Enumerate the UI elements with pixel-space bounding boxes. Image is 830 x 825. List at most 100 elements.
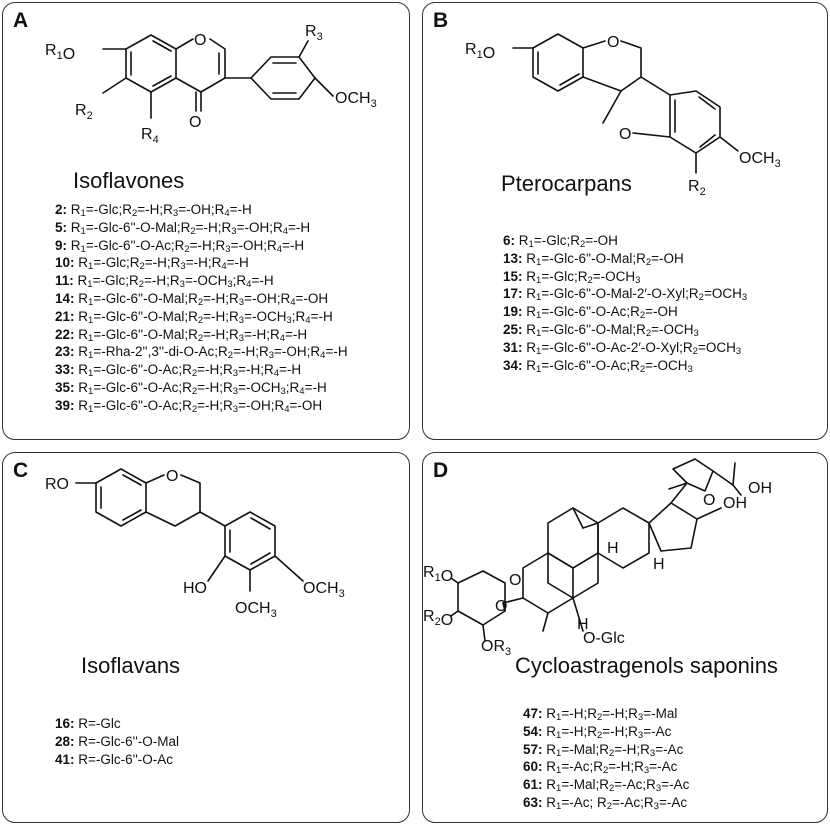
och3-label: OCH3 xyxy=(335,90,377,110)
compound-number: 6: xyxy=(503,233,516,248)
pterocarpan-structure: R1O O O OCH3 R2 xyxy=(465,33,781,198)
compound-entry: 14: R1=-Glc-6''-O-Mal;R2=-H;R3=-OH;R4=-O… xyxy=(55,290,348,308)
panel-letter: B xyxy=(433,9,449,32)
compound-entry: 39: R1=-Glc-6''-O-Ac;R2=-H;R3=-OH;R4=-OH xyxy=(55,397,348,415)
panel-letter: D xyxy=(433,459,449,482)
compound-number: 41: xyxy=(55,751,75,767)
compound-number: 57: xyxy=(523,741,543,757)
furan-oxygen-label: O xyxy=(619,126,631,143)
class-name: Isoflavans xyxy=(81,653,181,678)
panel-b: B R1O O O OCH3 R2 Pterocarpans 6: R1=-Gl… xyxy=(422,2,828,440)
glycosidic-oxygen-label: O xyxy=(495,598,507,615)
cycloastragenol-structure: OH O OH H H H R1O R2O OR3 O O O-Glc xyxy=(423,458,772,658)
substituent-labels: R1O O O OCH3 R2 xyxy=(465,34,781,198)
substituent-labels: RO O HO OCH3 OCH3 xyxy=(45,468,345,620)
compound-entry: 61: R1=-Mal;R2=-Ac;R3=-Ac xyxy=(523,776,689,794)
compound-entry: 13: R1=-Glc-6''-O-Mal;R2=-OH xyxy=(503,250,747,268)
compound-entry: 21: R1=-Glc-6''-O-Mal;R2=-H;R3=-OCH3;R4=… xyxy=(55,308,348,326)
compound-entry: 15: R1=-Glc;R2=-OCH3 xyxy=(503,268,747,286)
compound-substituents: R=-Glc xyxy=(74,716,121,731)
compound-substituents: R1=-Glc-6''-O-Mal-2′-O-Xyl;R2=OCH3 xyxy=(522,286,748,304)
compound-substituents: R1=-Mal;R2=-H;R3=-Ac xyxy=(542,741,684,759)
side-chain-oh-label: OH xyxy=(748,480,772,497)
och3-label-2: OCH3 xyxy=(235,600,277,620)
compound-number: 14: xyxy=(55,290,75,306)
compound-substituents: R1=-Ac; R2=-Ac;R3=-Ac xyxy=(542,794,688,812)
panel-a: A R1O R2 R4 R3 OCH3 O O Isofla xyxy=(2,2,410,440)
compound-entry: 22: R1=-Glc-6''-O-Mal;R2=-H;R3=-H;R4=-H xyxy=(55,326,348,344)
compound-number: 10: xyxy=(55,255,75,271)
panel-letter: C xyxy=(13,459,29,482)
compound-number: 9: xyxy=(55,237,68,253)
compound-entry: 35: R1=-Glc-6''-O-Ac;R2=-H;R3=-OCH3;R4=-… xyxy=(55,379,348,397)
r2o-label: R2O xyxy=(423,608,453,629)
compound-substituents: R1=-Glc;R2=-H;R3=-H;R4=-H xyxy=(74,255,249,273)
ro-label: RO xyxy=(45,476,69,493)
compound-number: 39: xyxy=(55,397,75,413)
panel-letter: A xyxy=(13,9,29,32)
compound-substituents: R1=-Glc;R2=-OH xyxy=(515,233,618,250)
panel-c: C RO O HO OCH3 OCH3 Isoflavans 16: R=-Gl… xyxy=(2,452,410,823)
substituent-labels: R1O R2 R4 R3 OCH3 O O xyxy=(45,23,377,146)
r3-label: R3 xyxy=(305,23,323,43)
compound-number: 35: xyxy=(55,379,75,395)
compound-substituents: R1=-Glc-6''-O-Ac;R2=-H;R3=-OH;R4=-H xyxy=(67,237,305,255)
compound-number: 21: xyxy=(55,308,75,324)
compound-number: 15: xyxy=(503,268,523,284)
r2-label: R2 xyxy=(688,178,706,198)
compound-number: 25: xyxy=(503,321,523,337)
compound-substituents: R1=-H;R2=-H;R3=-Ac xyxy=(542,723,672,741)
compound-number: 47: xyxy=(523,706,543,721)
compound-number: 22: xyxy=(55,326,75,342)
isoflavan-structure: RO O HO OCH3 OCH3 xyxy=(45,468,345,620)
compound-substituents: R1=-Glc-6''-O-Mal;R2=-OCH3 xyxy=(522,321,699,339)
isoflavone-structure: R1O R2 R4 R3 OCH3 O O xyxy=(45,23,377,146)
compound-substituents: R1=-Glc-6''-O-Mal;R2=-H;R3=-H;R4=-H xyxy=(74,326,308,344)
h-label-2: H xyxy=(607,540,619,557)
compound-substituents: R1=-Glc-6''-O-Mal;R2=-H;R3=-OH;R4=-H xyxy=(67,219,311,237)
compound-number: 31: xyxy=(503,339,523,355)
r1o-label: R1O xyxy=(465,41,495,62)
compound-number: 16: xyxy=(55,716,75,731)
ho-label: HO xyxy=(183,580,207,597)
compound-entry: 54: R1=-H;R2=-H;R3=-Ac xyxy=(523,723,689,741)
compound-number: 13: xyxy=(503,250,523,266)
compound-entry: 23: R1=-Rha-2'',3''-di-O-Ac;R2=-H;R3=-OH… xyxy=(55,343,348,361)
compound-substituents: R1=-Mal;R2=-Ac;R3=-Ac xyxy=(542,777,690,795)
compound-substituents: R1=-Glc-6''-O-Mal;R2=-H;R3=-OCH3;R4=-H xyxy=(74,308,333,326)
compound-substituents: R1=-Glc-6''-O-Ac;R2=-H;R3=-OH;R4=-OH xyxy=(74,397,323,415)
compound-number: 33: xyxy=(55,362,75,378)
och3-label: OCH3 xyxy=(303,580,345,600)
compound-number: 19: xyxy=(503,304,523,320)
compound-substituents: R=-Glc-6''-O-Ac xyxy=(74,751,174,767)
compound-entry: 6: R1=-Glc;R2=-OH xyxy=(503,232,747,250)
class-name: Pterocarpans xyxy=(501,171,632,196)
compound-substituents: R=-Glc-6''-O-Mal xyxy=(74,733,180,749)
furan-oxygen-label: O xyxy=(703,492,715,509)
compound-number: 5: xyxy=(55,219,68,235)
ring-oxygen-label: O xyxy=(194,32,206,49)
carbonyl-oxygen-label: O xyxy=(189,114,201,131)
o-glc-label: O-Glc xyxy=(583,630,625,647)
compound-substituents: R1=-Ac;R2=-H;R3=-Ac xyxy=(542,759,678,777)
class-name: Isoflavones xyxy=(73,168,185,193)
compound-substituents: R1=-Glc;R2=-H;R3=-OH;R4=-H xyxy=(67,202,252,219)
compound-substituents: R1=-Glc-6''-O-Ac;R2=-OH xyxy=(522,304,678,322)
r4-label: R4 xyxy=(141,126,159,146)
compound-entry: 17: R1=-Glc-6''-O-Mal-2′-O-Xyl;R2=OCH3 xyxy=(503,285,747,303)
compound-number: 34: xyxy=(503,357,523,373)
h-label-1: H xyxy=(653,556,665,573)
compound-substituents: R1=-Glc-6''-O-Mal;R2=-H;R3=-OH;R4=-OH xyxy=(74,290,329,308)
compound-number: 60: xyxy=(523,759,543,775)
compound-entry: 11: R1=-Glc;R2=-H;R3=-OCH3;R4=-H xyxy=(55,272,348,290)
h-label-3: H xyxy=(577,616,589,633)
compound-entry: 41: R=-Glc-6''-O-Ac xyxy=(55,751,179,769)
panel-d: D OH O OH H H H R1O xyxy=(422,452,828,823)
compound-substituents: R1=-Glc;R2=-H;R3=-OCH3;R4=-H xyxy=(73,273,274,291)
compound-substituents: R1=-H;R2=-H;R3=-Mal xyxy=(542,706,678,723)
r2-label: R2 xyxy=(75,102,93,122)
compound-entry: 2: R1=-Glc;R2=-H;R3=-OH;R4=-H xyxy=(55,201,348,219)
compound-entry: 31: R1=-Glc-6''-O-Ac-2′-O-Xyl;R2=OCH3 xyxy=(503,339,747,357)
